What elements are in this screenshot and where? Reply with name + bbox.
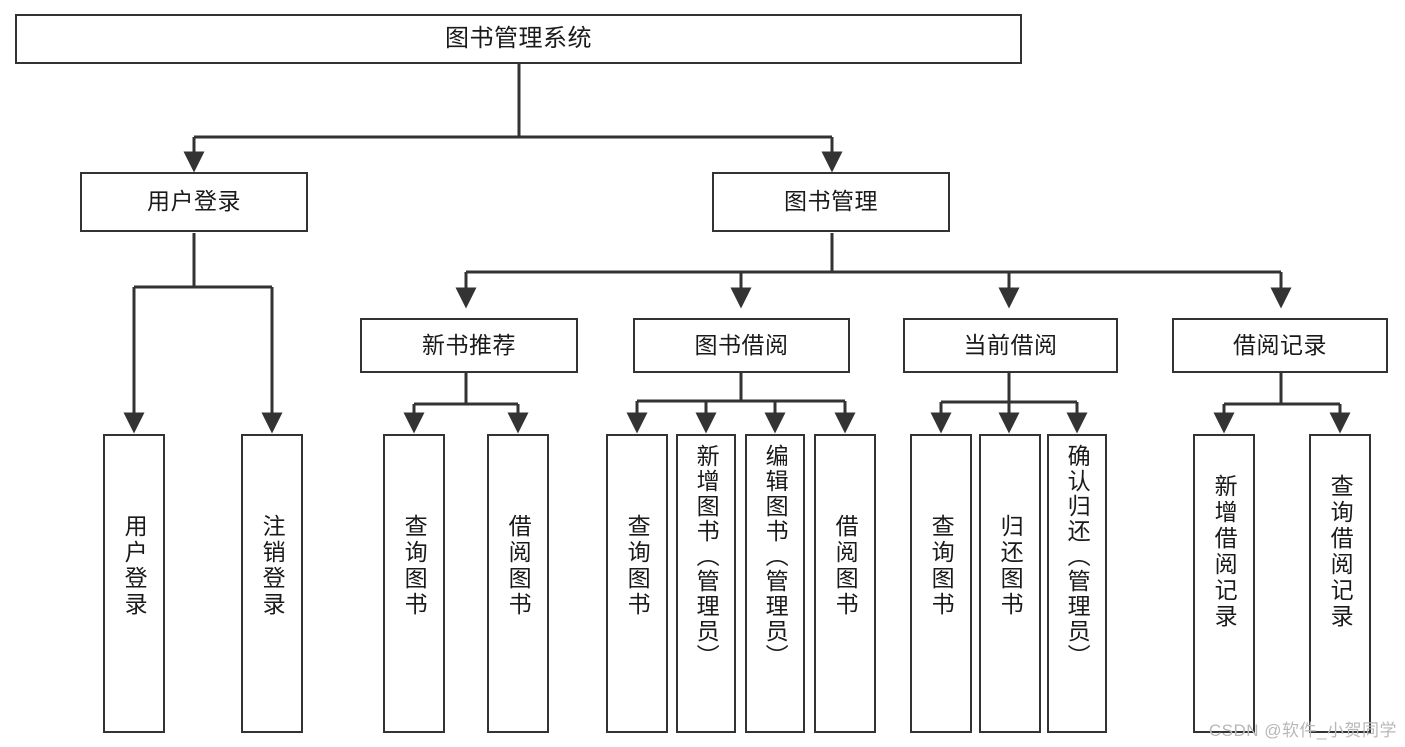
node-leaf-user-login[interactable]: 用户登录 bbox=[103, 434, 165, 733]
node-leaf-return-book[interactable]: 归还图书 bbox=[979, 434, 1041, 733]
node-leaf-query-book-2-label: 查询图书 bbox=[624, 514, 651, 618]
node-leaf-edit-book[interactable]: 编辑图书（管理员） bbox=[745, 434, 805, 733]
node-leaf-query-book-2[interactable]: 查询图书 bbox=[606, 434, 668, 733]
node-leaf-borrow-book-1-label: 借阅图书 bbox=[505, 514, 532, 618]
node-leaf-user-login-label: 用户登录 bbox=[121, 514, 148, 618]
node-leaf-query-book-3[interactable]: 查询图书 bbox=[910, 434, 972, 733]
node-leaf-query-book-1-label: 查询图书 bbox=[401, 514, 428, 618]
node-user-login[interactable]: 用户登录 bbox=[80, 172, 308, 232]
node-leaf-add-book[interactable]: 新增图书（管理员） bbox=[676, 434, 736, 733]
node-book-manage[interactable]: 图书管理 bbox=[712, 172, 950, 232]
node-book-borrow-label: 图书借阅 bbox=[694, 331, 789, 358]
node-leaf-borrow-book-2[interactable]: 借阅图书 bbox=[814, 434, 876, 733]
node-borrow-record[interactable]: 借阅记录 bbox=[1172, 318, 1388, 373]
node-leaf-query-book-1[interactable]: 查询图书 bbox=[383, 434, 445, 733]
node-root-system[interactable]: 图书管理系统 bbox=[15, 14, 1022, 64]
csdn-watermark: CSDN @软件_小贺同学 bbox=[1208, 721, 1397, 740]
node-new-book-recommend[interactable]: 新书推荐 bbox=[360, 318, 578, 373]
node-leaf-add-record[interactable]: 新增借阅记录 bbox=[1193, 434, 1255, 733]
node-leaf-query-record-label: 查询借阅记录 bbox=[1327, 474, 1354, 630]
node-leaf-add-book-label: 新增图书（管理员） bbox=[693, 444, 720, 669]
node-book-manage-label: 图书管理 bbox=[784, 188, 878, 215]
node-new-book-recommend-label: 新书推荐 bbox=[422, 331, 516, 358]
node-leaf-edit-book-label: 编辑图书（管理员） bbox=[762, 444, 789, 669]
node-leaf-borrow-book-1[interactable]: 借阅图书 bbox=[487, 434, 549, 733]
node-leaf-add-record-label: 新增借阅记录 bbox=[1211, 474, 1238, 630]
node-leaf-query-book-3-label: 查询图书 bbox=[928, 514, 955, 618]
node-book-borrow[interactable]: 图书借阅 bbox=[633, 318, 850, 373]
node-leaf-query-record[interactable]: 查询借阅记录 bbox=[1309, 434, 1371, 733]
node-user-login-label: 用户登录 bbox=[147, 188, 241, 215]
node-leaf-logout-label: 注销登录 bbox=[259, 514, 286, 618]
node-current-borrow-label: 当前借阅 bbox=[963, 331, 1058, 358]
node-leaf-logout[interactable]: 注销登录 bbox=[241, 434, 303, 733]
node-root-system-label: 图书管理系统 bbox=[445, 24, 592, 52]
node-borrow-record-label: 借阅记录 bbox=[1233, 331, 1327, 358]
node-leaf-confirm-return-label: 确认归还（管理员） bbox=[1064, 444, 1091, 669]
node-leaf-borrow-book-2-label: 借阅图书 bbox=[832, 514, 859, 618]
node-leaf-confirm-return[interactable]: 确认归还（管理员） bbox=[1047, 434, 1107, 733]
node-current-borrow[interactable]: 当前借阅 bbox=[903, 318, 1118, 373]
node-leaf-return-book-label: 归还图书 bbox=[997, 514, 1024, 618]
